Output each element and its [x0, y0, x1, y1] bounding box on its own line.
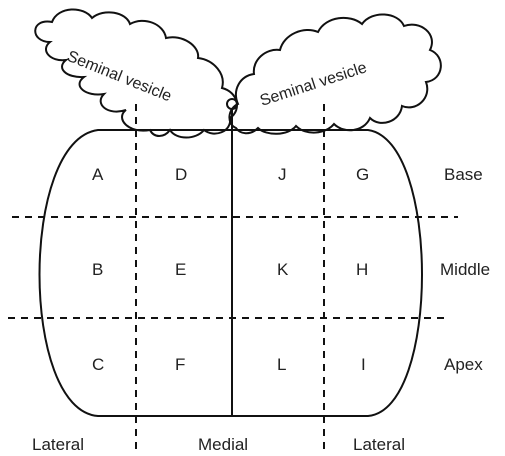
- column-label-lateral-right: Lateral: [353, 435, 405, 454]
- zone-label-a: A: [92, 165, 104, 184]
- row-label-apex: Apex: [444, 355, 483, 374]
- zone-label-b: B: [92, 260, 103, 279]
- column-label-medial: Medial: [198, 435, 248, 454]
- zone-label-f: F: [175, 355, 185, 374]
- zone-label-e: E: [175, 260, 186, 279]
- zone-label-g: G: [356, 165, 369, 184]
- zone-label-k: K: [277, 260, 289, 279]
- zone-label-h: H: [356, 260, 368, 279]
- zone-label-c: C: [92, 355, 104, 374]
- zone-label-i: I: [361, 355, 366, 374]
- zone-label-d: D: [175, 165, 187, 184]
- right-seminal-vesicle-label: Seminal vesicle: [258, 59, 369, 110]
- column-label-lateral-left: Lateral: [32, 435, 84, 454]
- row-label-base: Base: [444, 165, 483, 184]
- zone-label-l: L: [277, 355, 286, 374]
- zone-label-j: J: [278, 165, 287, 184]
- row-label-middle: Middle: [440, 260, 490, 279]
